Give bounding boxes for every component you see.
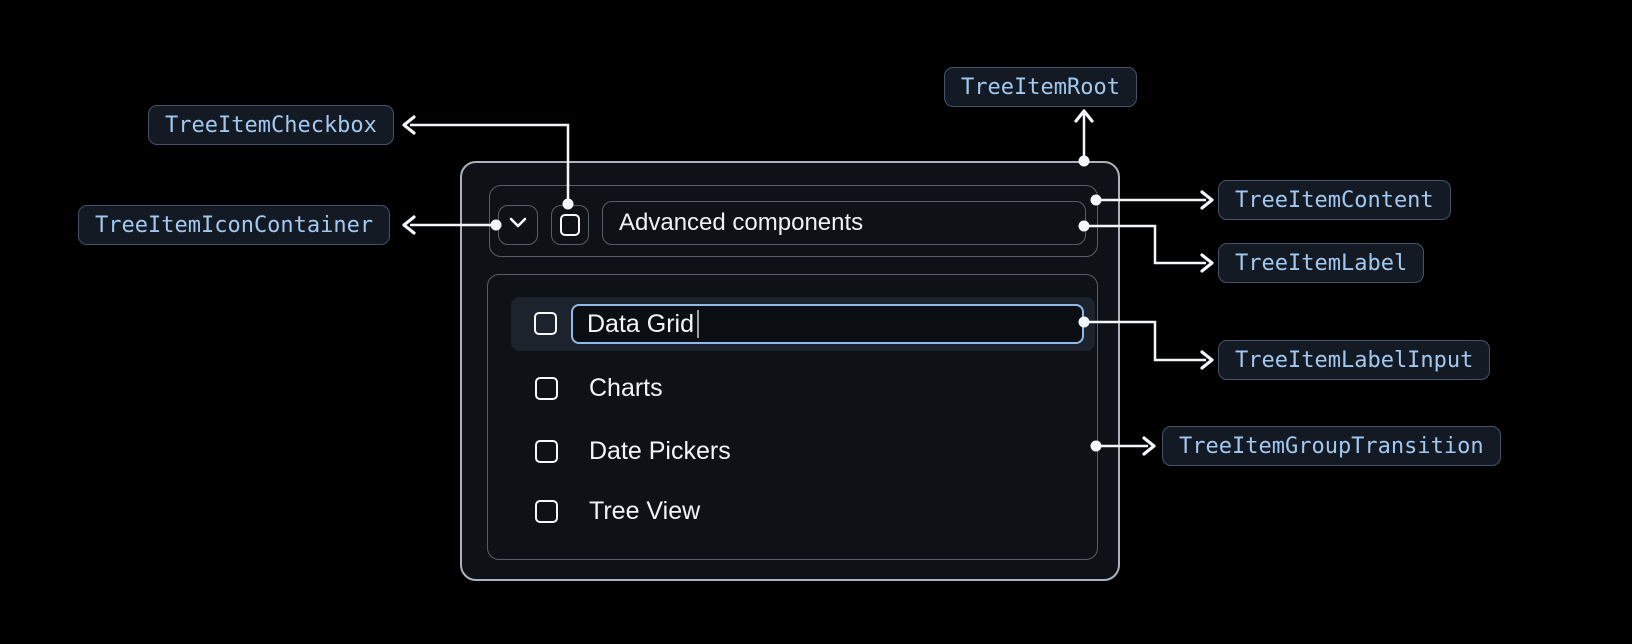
tree-item-row[interactable]: Charts — [511, 366, 1095, 410]
tree-item-root: Advanced components Data Grid Charts Dat… — [460, 161, 1120, 581]
tree-item-label-text: Charts — [589, 373, 663, 402]
annotation-tree-item-content: TreeItemContent — [1218, 180, 1451, 220]
label-input-value: Data Grid — [587, 309, 694, 338]
tree-item-label-text: Advanced components — [619, 209, 864, 236]
checkbox-unchecked-icon[interactable] — [535, 499, 558, 523]
tree-item-label-input[interactable]: Data Grid — [571, 304, 1084, 344]
checkbox-unchecked-icon — [560, 214, 580, 236]
tree-item-label-text: Tree View — [589, 496, 701, 525]
annotation-tree-item-icon-container: TreeItemIconContainer — [78, 205, 391, 245]
tree-item-label-text: Date Pickers — [589, 436, 731, 465]
annotation-tree-item-root: TreeItemRoot — [944, 67, 1137, 107]
annotation-tree-item-checkbox: TreeItemCheckbox — [148, 105, 394, 145]
text-cursor — [696, 310, 699, 338]
annotation-tree-item-label-input: TreeItemLabelInput — [1218, 340, 1491, 380]
annotation-tree-item-group-transition: TreeItemGroupTransition — [1162, 426, 1501, 466]
checkbox-unchecked-icon[interactable] — [534, 312, 557, 335]
tree-item-icon-container[interactable] — [498, 205, 538, 245]
connector-tree-item-root — [1074, 109, 1094, 167]
tree-item-label: Advanced components — [602, 201, 1086, 245]
tree-item-editing-row[interactable]: Data Grid — [511, 297, 1095, 351]
tree-item-group-transition: Data Grid Charts Date Pickers Tree View — [487, 274, 1098, 560]
checkbox-unchecked-icon[interactable] — [535, 439, 558, 463]
annotation-tree-item-label: TreeItemLabel — [1218, 243, 1425, 283]
tree-item-row[interactable]: Tree View — [511, 489, 1095, 533]
tree-item-checkbox[interactable] — [551, 205, 589, 245]
chevron-down-icon — [507, 216, 529, 235]
checkbox-unchecked-icon[interactable] — [535, 376, 558, 400]
tree-item-row[interactable]: Date Pickers — [511, 429, 1095, 473]
tree-item-content[interactable]: Advanced components — [489, 185, 1098, 257]
